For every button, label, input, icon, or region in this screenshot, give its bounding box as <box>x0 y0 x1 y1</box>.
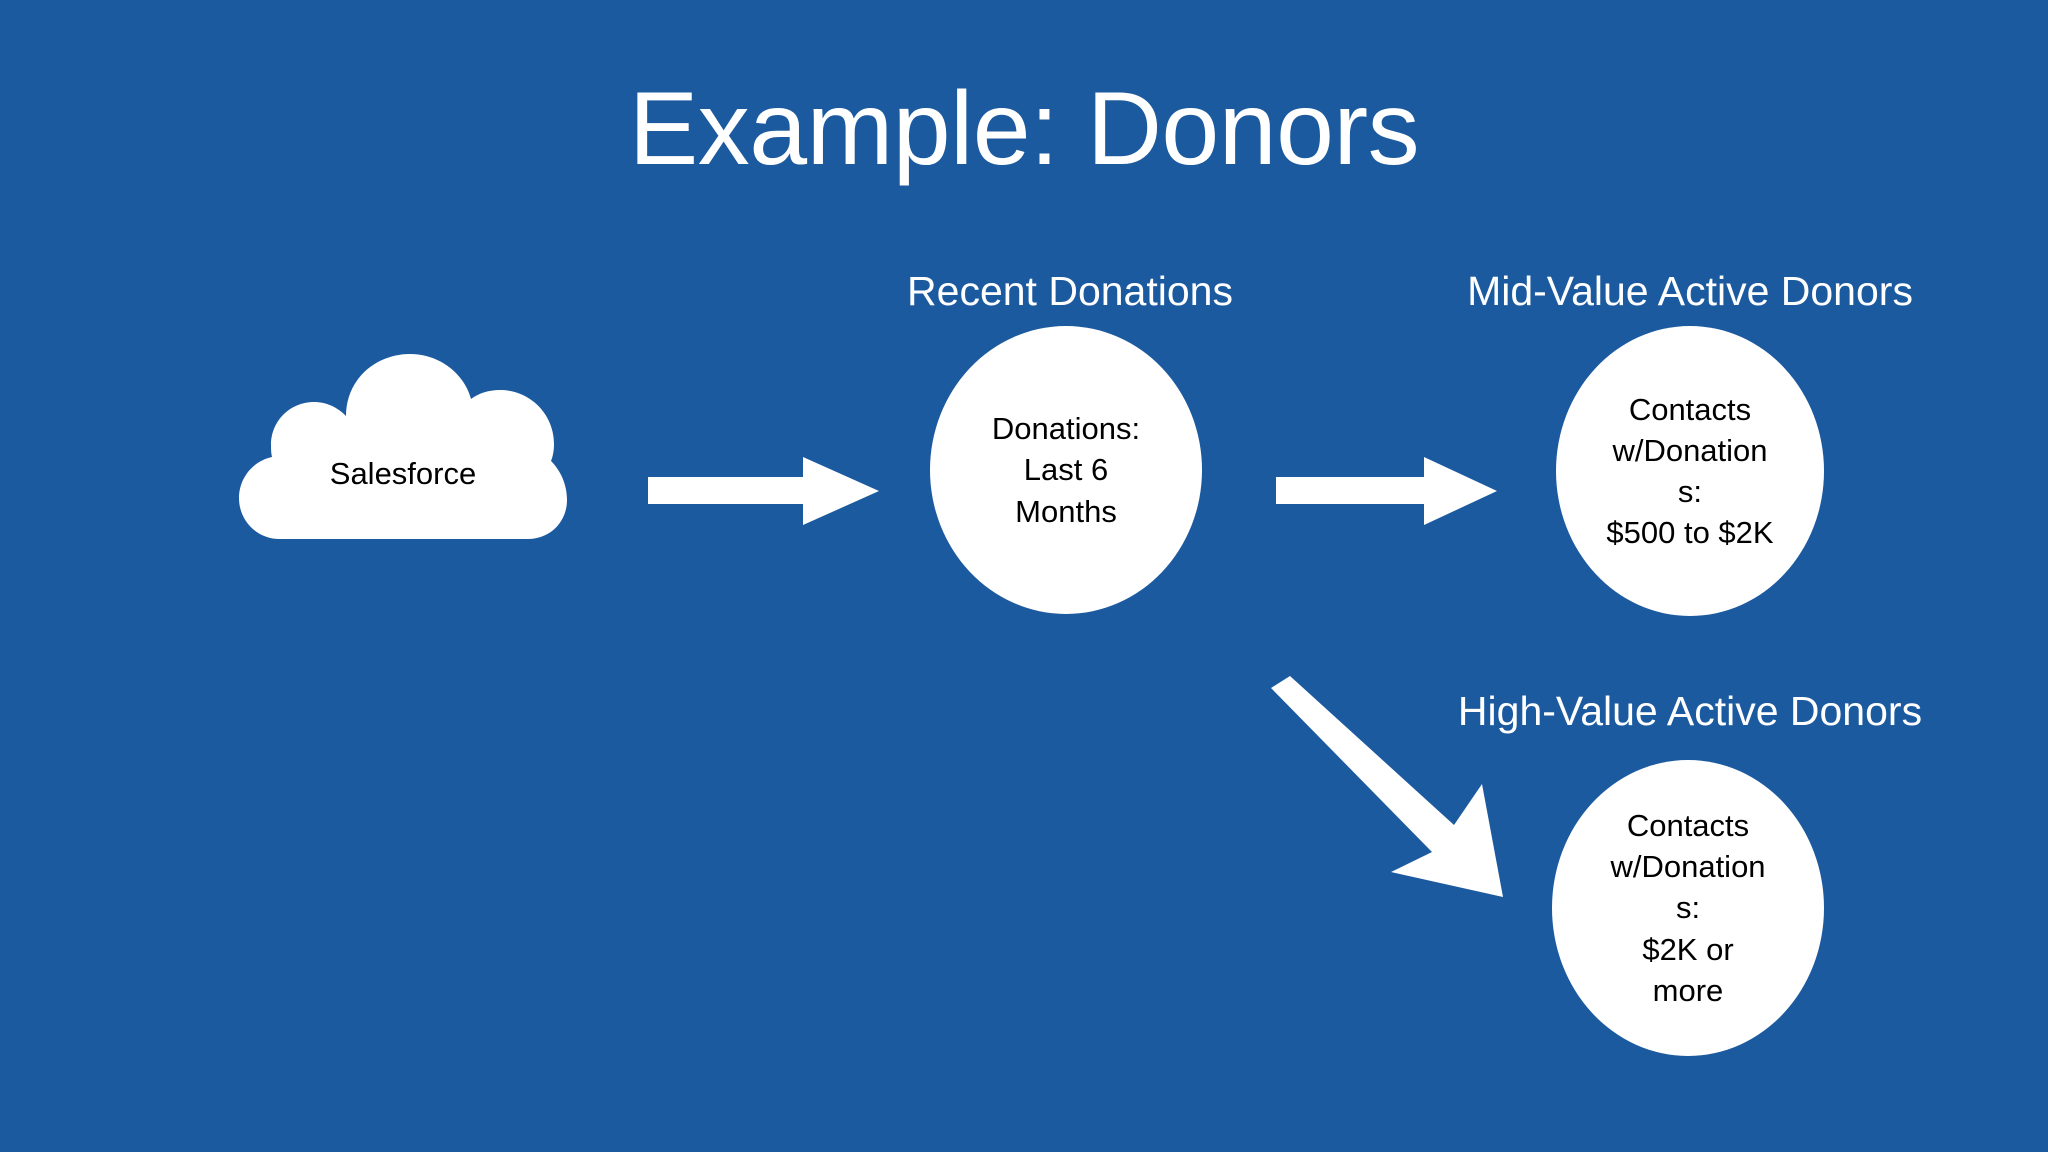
arrow-recent-donations-to-mid-value <box>1276 452 1498 530</box>
node-mid-value-active-donors: Contacts w/Donation s: $500 to $2K <box>1556 326 1824 616</box>
page-title: Example: Donors <box>628 71 1420 187</box>
arrow-salesforce-to-recent-donations <box>648 452 880 530</box>
node-high-value-active-donors: Contacts w/Donation s: $2K or more <box>1552 760 1824 1056</box>
node-text-recent-donations: Donations: Last 6 Months <box>991 411 1141 529</box>
source-label: Salesforce <box>329 456 477 491</box>
cloud-icon <box>238 352 568 540</box>
node-recent-donations: Donations: Last 6 Months <box>930 326 1202 614</box>
node-text-mid-value-active-donors: Contacts w/Donation s: $500 to $2K <box>1606 391 1774 551</box>
node-caption-mid-value-active-donors: Mid-Value Active Donors <box>1467 268 1913 314</box>
arrow-recent-donations-to-high-value <box>1268 676 1504 898</box>
node-text-high-value-active-donors: Contacts w/Donation s: $2K or more <box>1610 807 1766 1008</box>
node-caption-recent-donations: Recent Donations <box>907 268 1233 314</box>
node-caption-high-value-active-donors: High-Value Active Donors <box>1457 688 1923 734</box>
